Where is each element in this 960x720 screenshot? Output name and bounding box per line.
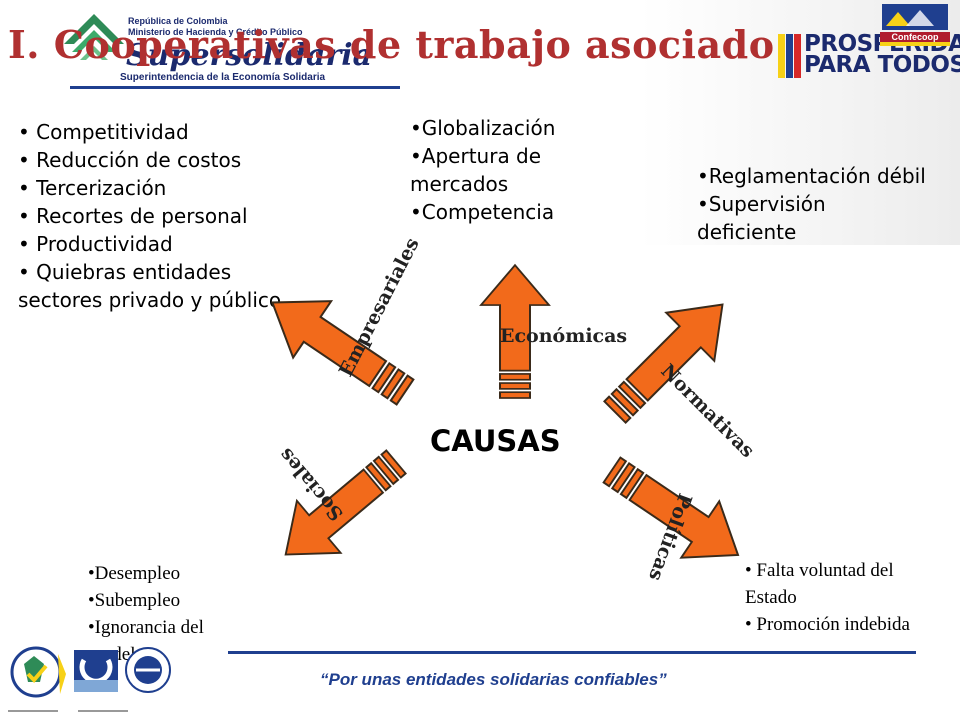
list-item: • Productividad — [18, 232, 173, 256]
certification-seals-icon — [8, 646, 171, 712]
label-economicas: Económicas — [500, 325, 627, 347]
normativas-list: •Reglamentación débil •Supervisión defici… — [697, 162, 927, 246]
list-item: • Promoción indebida — [745, 614, 910, 635]
empresariales-list: • Competitividad • Reducción de costos • T… — [18, 118, 303, 314]
prosperidad-line2: PARA TODOS — [804, 52, 960, 78]
list-item: •Apertura de mercados — [410, 144, 542, 196]
footer-slogan: “Por unas entidades solidarias confiable… — [320, 670, 667, 689]
confecoop-label: Confecoop — [892, 32, 939, 42]
economicas-list: •Globalización •Apertura de mercados •Comp… — [410, 114, 610, 226]
list-item: • Competitividad — [18, 120, 189, 144]
logo-line1: República de Colombia — [128, 16, 229, 26]
list-item: • Reducción de costos — [18, 148, 242, 172]
logo-line3: Superintendencia de la Economía Solidari… — [120, 72, 325, 83]
page-title: I. Cooperativas de trabajo asociado — [8, 22, 775, 67]
list-item: •Globalización — [410, 116, 556, 140]
header-divider — [70, 86, 400, 89]
list-item: •Competencia — [410, 200, 555, 224]
list-item: •Reglamentación débil — [697, 164, 926, 188]
confecoop-logo: Confecoop — [880, 4, 950, 46]
logo-line2: Ministerio de Hacienda y Crédito Público — [128, 27, 303, 37]
logo-brand: Supersolidaria — [126, 38, 372, 73]
list-item: • Falta voluntad del Estado — [745, 560, 894, 608]
causas-label: CAUSAS — [430, 424, 561, 458]
list-item: • Quiebras entidades sectores privado y … — [18, 260, 282, 312]
footer-divider — [228, 651, 916, 654]
arrow-empresariales — [252, 273, 426, 422]
politicas-list: • Falta voluntad del Estado • Promoción i… — [745, 557, 935, 638]
label-normativas: Normativas — [656, 360, 758, 462]
list-item: • Tercerización — [18, 176, 167, 200]
flag-stripes-icon — [778, 34, 801, 78]
list-item: •Supervisión deficiente — [697, 192, 826, 244]
list-item: •Subempleo — [88, 590, 181, 611]
list-item: • Recortes de personal — [18, 204, 248, 228]
supersolidaria-logo: República de Colombia Ministerio de Haci… — [64, 14, 372, 83]
list-item: •Desempleo — [88, 563, 181, 584]
